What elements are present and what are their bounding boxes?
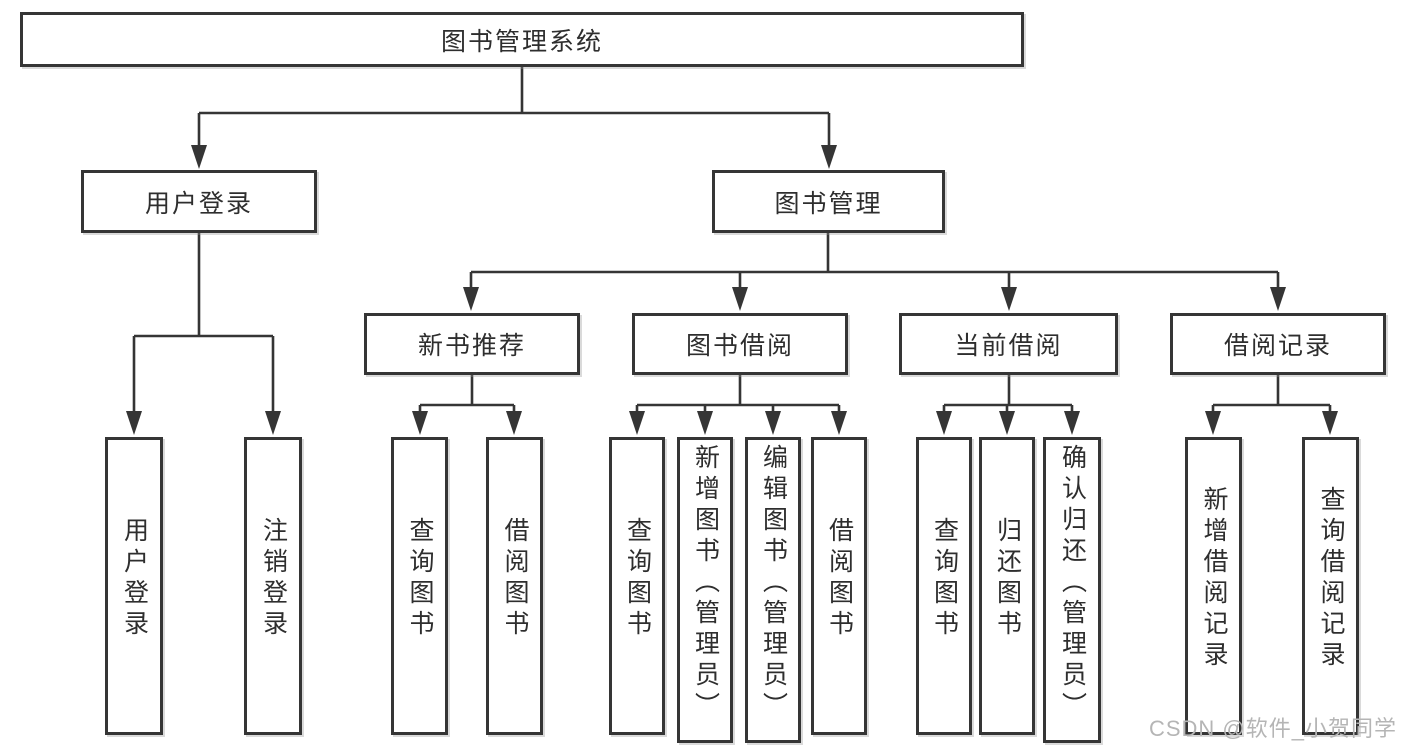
node-label: 归还图书 [993,517,1022,641]
node-label: 图书管理系统 [440,27,603,56]
arrowhead [999,411,1015,435]
arrowhead [191,145,207,169]
arrowhead [1270,287,1286,311]
node-borrowing-records: 借阅记录 [1170,313,1386,375]
leaf-return-books: 归还图书 [979,437,1035,735]
arrowhead [732,287,748,311]
arrowhead [1322,411,1338,435]
node-label: 注销登录 [259,517,288,641]
arrowhead [1205,411,1221,435]
arrowhead [412,411,428,435]
leaf-edit-books-admin: 编辑图书（管理员） [745,437,801,743]
node-label: 查询图书 [623,517,652,641]
leaf-current-query-books: 查询图书 [916,437,972,735]
arrowhead [821,145,837,169]
arrowhead [1064,411,1080,435]
node-label: 确认归还（管理员） [1058,443,1087,723]
node-label: 当前借阅 [954,332,1063,360]
node-label: 新书推荐 [417,332,526,360]
node-new-book-recommendation: 新书推荐 [364,313,580,375]
node-current-borrowing: 当前借阅 [899,313,1118,375]
node-label: 借阅图书 [825,517,854,641]
leaf-add-books-admin: 新增图书（管理员） [677,437,733,743]
leaf-recommend-query-books: 查询图书 [391,437,448,735]
node-label: 用户登录 [144,189,253,218]
node-label: 查询借阅记录 [1317,486,1345,672]
arrowhead [126,411,142,435]
arrowhead [629,411,645,435]
node-library-management-system: 图书管理系统 [20,12,1024,67]
leaf-recommend-borrow-books: 借阅图书 [486,437,543,735]
csdn-watermark: CSDN @软件_小贺同学 [1148,716,1397,741]
leaf-add-borrowing-record: 新增借阅记录 [1185,437,1242,735]
node-label: 用户登录 [120,517,149,641]
node-user-login: 用户登录 [81,170,317,233]
arrowhead [1001,287,1017,311]
node-book-management: 图书管理 [712,170,945,233]
leaf-borrowing-borrow-books: 借阅图书 [811,437,867,735]
node-label: 借阅图书 [501,517,529,641]
node-label: 图书管理 [774,189,883,218]
node-book-borrowing: 图书借阅 [632,313,848,375]
node-label: 借阅记录 [1223,332,1332,360]
node-label: 查询图书 [406,517,434,641]
node-label: 编辑图书（管理员） [759,443,788,723]
leaf-user-login: 用户登录 [105,437,163,735]
node-label: 新增图书（管理员） [691,443,720,723]
arrowhead [463,287,479,311]
node-label: 图书借阅 [685,332,794,360]
leaf-query-borrowing-record: 查询借阅记录 [1302,437,1359,735]
arrowhead [831,411,847,435]
arrowhead [936,411,952,435]
leaf-confirm-return-admin: 确认归还（管理员） [1043,437,1101,743]
node-label: 查询图书 [930,517,959,641]
leaf-borrowing-query-books: 查询图书 [609,437,665,735]
arrowhead [265,411,281,435]
arrowhead [765,411,781,435]
leaf-logout: 注销登录 [244,437,302,735]
node-label: 新增借阅记录 [1200,486,1228,672]
arrowhead [697,411,713,435]
arrowhead [506,411,522,435]
